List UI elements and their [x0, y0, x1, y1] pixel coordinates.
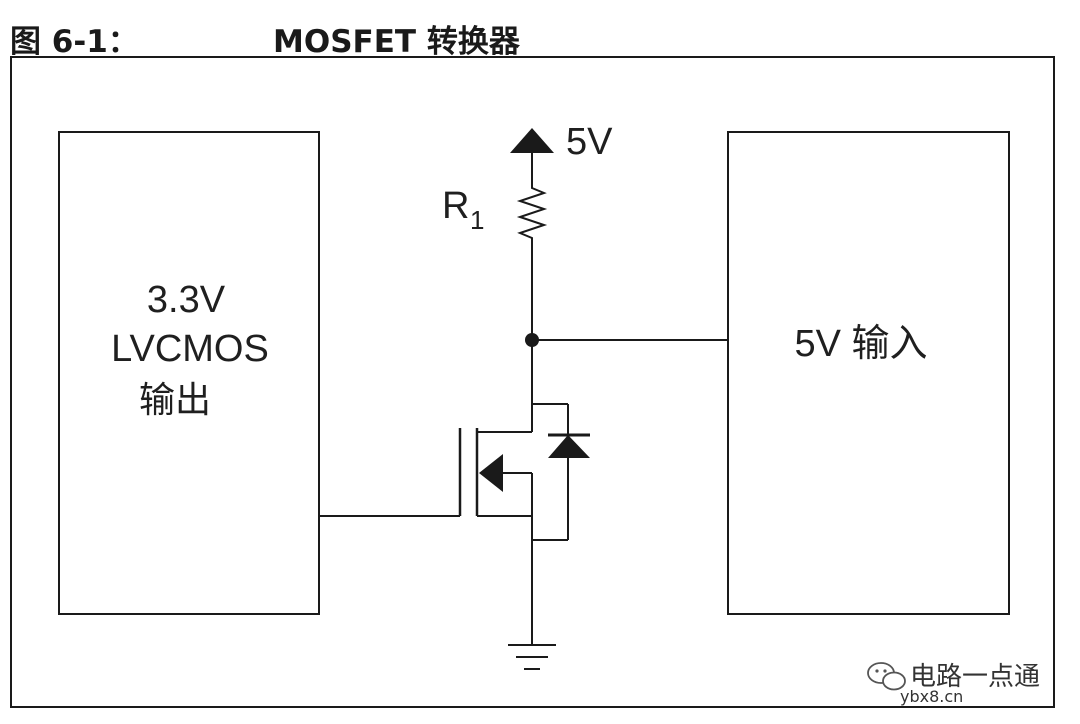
resistor-r1: R 1: [442, 183, 548, 242]
body-diode: [532, 403, 590, 541]
left-block-line1: 3.3V: [147, 279, 226, 321]
left-block-line3: 输出: [139, 379, 211, 420]
figure-title: MOSFET 转换器: [273, 24, 520, 60]
watermark-brand: 电路一点通: [910, 662, 1040, 692]
resistor-subscript: 1: [470, 205, 484, 235]
supply-5v: 5V: [510, 121, 613, 163]
5v-input-block: 5V 输入: [727, 131, 1010, 615]
left-block-line2: LVCMOS: [111, 328, 269, 370]
mosfet-transistor: [458, 428, 533, 540]
watermark: 电路一点通 ybx8.cn: [867, 662, 1040, 706]
diode-triangle-icon: [548, 435, 590, 458]
ground-symbol-icon: [508, 644, 556, 670]
figure-number: 图 6-1：: [10, 24, 139, 60]
supply-arrow-icon: [510, 128, 554, 153]
supply-label: 5V: [566, 121, 613, 163]
lvcmos-output-block: 3.3V LVCMOS 输出: [58, 131, 320, 615]
watermark-site: ybx8.cn: [900, 687, 963, 706]
right-block-label: 5V 输入: [794, 323, 927, 365]
wechat-icon: [867, 662, 906, 691]
body-arrow-icon: [479, 454, 503, 492]
diagram-frame: [10, 56, 1055, 708]
resistor-label: R: [442, 185, 469, 227]
